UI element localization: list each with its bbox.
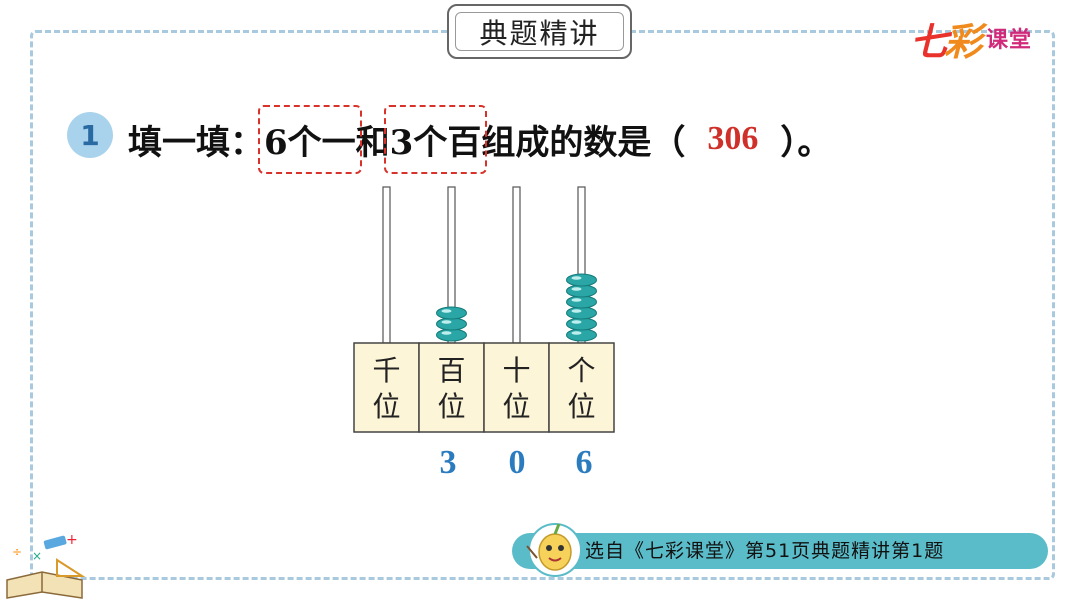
abacus-bead: [437, 329, 467, 341]
bead-highlight: [442, 331, 452, 335]
abacus-bead: [437, 318, 467, 330]
abacus-bead: [567, 329, 597, 341]
abacus-bead: [437, 307, 467, 319]
abacus-bead: [567, 318, 597, 330]
bead-highlight: [572, 276, 582, 280]
place-value-label: 位: [502, 390, 530, 423]
place-value-label: 百: [437, 354, 465, 387]
footer-source-text: 选自《七彩课堂》第51页典题精讲第1题: [585, 536, 944, 566]
books-decoration-icon: + × ÷: [2, 530, 92, 602]
digit-hundreds: 3: [428, 444, 468, 482]
svg-text:÷: ÷: [12, 545, 22, 559]
place-value-label: 千: [372, 354, 400, 387]
bead-highlight: [572, 309, 582, 313]
place-value-label: 个: [567, 354, 595, 387]
digit-ones: 6: [564, 444, 604, 482]
bead-highlight: [442, 320, 452, 324]
svg-text:+: +: [66, 532, 78, 548]
digit-tens: 0: [497, 444, 537, 482]
bead-highlight: [572, 331, 582, 335]
abacus-bead: [567, 296, 597, 308]
place-value-label: 位: [567, 390, 595, 423]
bead-highlight: [572, 287, 582, 291]
place-value-label: 位: [372, 390, 400, 423]
abacus-bead: [567, 285, 597, 297]
place-value-label: 位: [437, 390, 465, 423]
place-value-label: 十: [502, 354, 530, 387]
bead-highlight: [442, 309, 452, 313]
abacus-bead: [567, 274, 597, 286]
bead-highlight: [572, 298, 582, 302]
abacus-bead: [567, 307, 597, 319]
svg-text:×: ×: [32, 549, 42, 563]
mascot-icon: [525, 518, 585, 578]
abacus-rod: [383, 187, 390, 343]
bead-highlight: [572, 320, 582, 324]
abacus-rod: [513, 187, 520, 343]
